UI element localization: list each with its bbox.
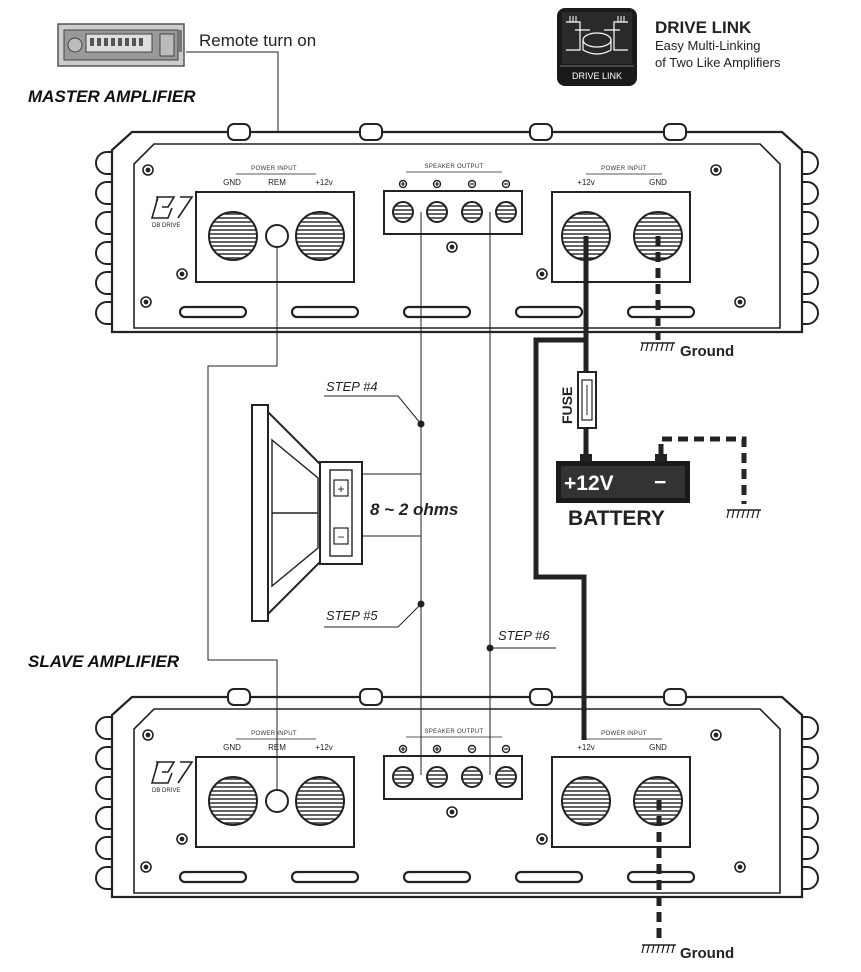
slave-power-input-right-label: POWER INPUT — [601, 731, 647, 737]
drive-link-line1: Easy Multi-Linking — [655, 38, 761, 53]
power-wire-slave — [533, 337, 587, 740]
master-12v-label: +12v — [315, 178, 333, 187]
remote-turn-on-label: Remote turn on — [199, 31, 316, 50]
remote-link-wire — [207, 247, 278, 790]
slave-amplifier: POWER INPUT GND REM +12v SPEAKER OUTPUT … — [94, 687, 820, 899]
slave-ground-label: Ground — [680, 945, 734, 962]
master-logo-text: DB DRIVE — [152, 223, 180, 229]
battery-minus: − — [654, 471, 666, 494]
slave-12v-label: +12v — [315, 743, 333, 752]
drive-link-badge-text: DRIVE LINK — [572, 71, 622, 81]
slave-logo-text: DB DRIVE — [152, 788, 180, 794]
head-unit-icon — [57, 23, 185, 67]
master-gnd-label: GND — [223, 178, 241, 187]
fuse-label: FUSE — [559, 387, 575, 424]
step6-label: STEP #6 — [498, 628, 550, 643]
slave-right-12v-label: +12v — [577, 743, 595, 752]
battery-ground-wire — [658, 436, 747, 504]
step4-label: STEP #4 — [326, 379, 378, 394]
master-right-gnd-label: GND — [649, 178, 667, 187]
slave-amplifier-label: SLAVE AMPLIFIER — [28, 652, 180, 671]
master-amplifier-label: MASTER AMPLIFIER — [28, 87, 196, 106]
speaker-plus-label: + — [337, 482, 344, 496]
drive-link-badge-icon: DRIVE LINK — [557, 8, 637, 86]
slave-power-input-left-label: POWER INPUT — [251, 731, 297, 737]
drive-link-title: DRIVE LINK — [655, 18, 752, 37]
master-speaker-output-label: SPEAKER OUTPUT — [425, 164, 484, 170]
speaker-impedance-label: 8 ~ 2 ohms — [370, 500, 458, 519]
speaker-icon — [251, 404, 363, 622]
battery-voltage: +12V — [564, 472, 614, 495]
master-amplifier: POWER INPUT GND REM +12v SPEAKER OUTPUT … — [94, 122, 820, 334]
speaker-minus-label: − — [337, 530, 344, 544]
remote-wire-to-head-unit — [186, 51, 279, 160]
battery-icon — [556, 454, 690, 503]
master-ground-label: Ground — [680, 343, 734, 360]
master-power-input-left-label: POWER INPUT — [251, 166, 297, 172]
master-right-12v-label: +12v — [577, 178, 595, 187]
slave-speaker-output-label: SPEAKER OUTPUT — [425, 729, 484, 735]
step5-label: STEP #5 — [326, 608, 378, 623]
fuse-icon — [577, 371, 597, 429]
master-rem-label: REM — [268, 178, 286, 187]
drive-link-line2: of Two Like Amplifiers — [655, 55, 781, 70]
master-power-input-right-label: POWER INPUT — [601, 166, 647, 172]
battery-label: BATTERY — [568, 507, 665, 530]
slave-gnd-label: GND — [223, 743, 241, 752]
slave-right-gnd-label: GND — [649, 743, 667, 752]
